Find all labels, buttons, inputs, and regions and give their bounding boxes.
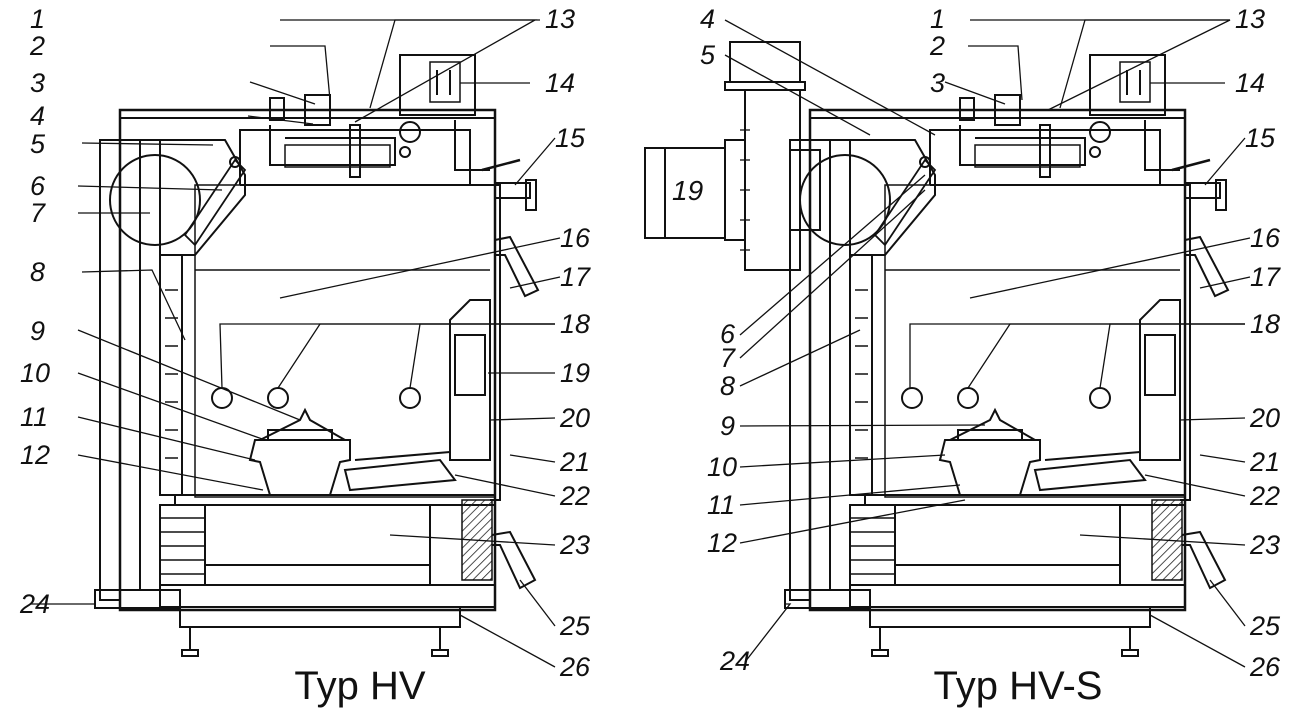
hv-label-13: 13 <box>545 4 575 34</box>
hv-s-label-1: 1 <box>930 4 945 34</box>
hv-s-label-11: 11 <box>707 490 735 520</box>
hv-s-label-10: 10 <box>707 452 737 482</box>
hv-label-7: 7 <box>30 198 46 228</box>
diagram-typ-hv-s: 19 <box>644 4 1281 682</box>
hv-label-20: 20 <box>559 403 590 433</box>
hv-label-2: 2 <box>29 31 45 61</box>
hv-label-11: 11 <box>20 402 48 432</box>
hv-label-22: 22 <box>559 481 590 511</box>
hv-s-label-17: 17 <box>1250 262 1281 292</box>
hv-label-5: 5 <box>30 129 46 159</box>
hv-labels: 1 2 3 4 5 6 7 8 9 10 11 12 13 14 15 16 1… <box>19 4 591 682</box>
caption-typ-hv: Typ HV <box>294 664 426 708</box>
hv-label-3: 3 <box>30 68 45 98</box>
hv-label-21: 21 <box>559 447 590 477</box>
exhaust-fan-motor <box>644 41 821 271</box>
hv-label-17: 17 <box>560 262 591 292</box>
hv-s-label-22: 22 <box>1249 481 1280 511</box>
hv-s-label-5: 5 <box>700 40 716 70</box>
hv-label-16: 16 <box>560 223 591 253</box>
hv-s-label-7: 7 <box>720 343 736 373</box>
hv-s-label-25: 25 <box>1249 611 1281 641</box>
hv-s-label-23: 23 <box>1249 530 1280 560</box>
hv-label-15: 15 <box>555 123 586 153</box>
hv-s-motor-label: 19 <box>672 175 703 206</box>
hv-s-label-8: 8 <box>720 371 735 401</box>
hv-label-4: 4 <box>30 101 45 131</box>
hv-label-10: 10 <box>20 358 50 388</box>
hv-s-label-6: 6 <box>720 319 736 349</box>
hv-label-8: 8 <box>30 257 45 287</box>
hv-s-label-2: 2 <box>929 31 945 61</box>
hv-s-label-13: 13 <box>1235 4 1265 34</box>
hv-label-25: 25 <box>559 611 591 641</box>
hv-label-19: 19 <box>560 358 590 388</box>
hv-label-26: 26 <box>559 652 591 682</box>
hv-label-24: 24 <box>19 589 50 619</box>
hv-s-label-15: 15 <box>1245 123 1276 153</box>
hv-label-9: 9 <box>30 316 45 346</box>
hv-label-18: 18 <box>560 309 590 339</box>
hv-s-label-26: 26 <box>1249 652 1281 682</box>
hv-s-label-21: 21 <box>1249 447 1280 477</box>
hv-s-label-9: 9 <box>720 411 735 441</box>
hv-label-6: 6 <box>30 171 46 201</box>
hv-s-labels: 1 2 3 4 5 6 7 8 9 10 11 12 13 14 15 16 1… <box>700 4 1281 682</box>
hv-s-label-20: 20 <box>1249 403 1280 433</box>
hv-label-12: 12 <box>20 440 50 470</box>
hv-s-label-3: 3 <box>930 68 945 98</box>
hv-label-14: 14 <box>545 68 575 98</box>
hv-s-label-14: 14 <box>1235 68 1265 98</box>
hv-s-label-18: 18 <box>1250 309 1280 339</box>
hv-label-1: 1 <box>30 4 45 34</box>
hv-s-label-4: 4 <box>700 4 715 34</box>
hv-s-label-12: 12 <box>707 528 737 558</box>
hv-s-label-24: 24 <box>719 646 750 676</box>
diagram-typ-hv: 1 2 3 4 5 6 7 8 9 10 11 12 13 14 15 16 1… <box>19 4 591 682</box>
caption-typ-hv-s: Typ HV-S <box>933 664 1103 708</box>
hv-s-label-16: 16 <box>1250 223 1281 253</box>
hv-label-23: 23 <box>559 530 590 560</box>
